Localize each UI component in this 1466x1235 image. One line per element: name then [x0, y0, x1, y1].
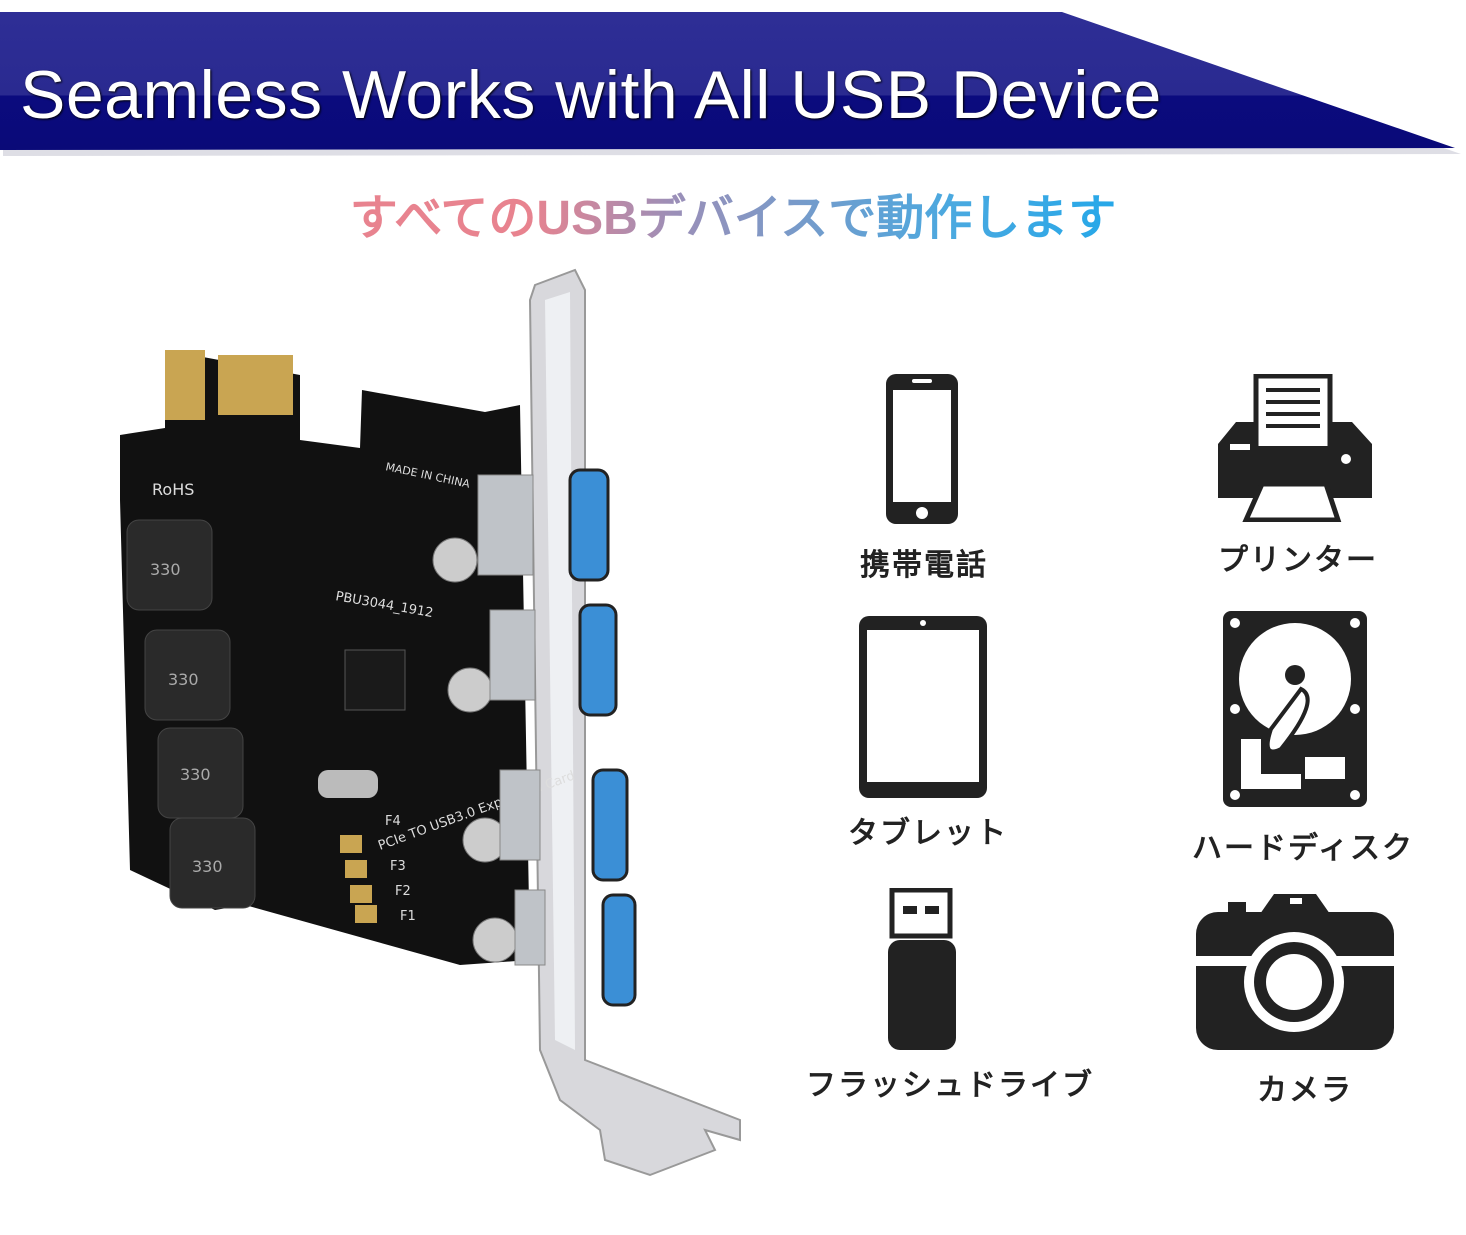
controller-chip [344, 649, 406, 711]
device-label-flash-drive: フラッシュドライブ [806, 1068, 1094, 1103]
inductor-label: 330 [180, 765, 211, 784]
device-label-printer: プリンター [1218, 543, 1378, 578]
usb-port [591, 768, 629, 882]
printer-icon [1218, 374, 1372, 522]
inductor-label: 330 [192, 857, 223, 876]
device-label-hard-disk: ハードディスク [1192, 831, 1414, 866]
camera-icon [1196, 894, 1394, 1050]
device-label-camera: カメラ [1257, 1073, 1353, 1108]
fuse-label: F2 [395, 884, 411, 899]
hard-disk-icon [1223, 611, 1367, 807]
usb-flash-drive-icon [888, 888, 956, 1050]
fuse-label: F1 [400, 909, 416, 924]
circuit-board: 330 330 330 330 RoHS MADE IN CHINA PBU30… [120, 350, 577, 965]
subtitle: すべてのUSBデバイスで動作します [0, 178, 1466, 248]
pcie-usb-card-photo: 330 330 330 330 RoHS MADE IN CHINA PBU30… [120, 268, 741, 1177]
subtitle-text: すべてのUSBデバイスで動作します [349, 192, 1117, 245]
fuse-label: F4 [385, 814, 401, 829]
title-banner [0, 12, 1461, 156]
usb-port [578, 603, 618, 717]
usb-ports [568, 468, 637, 1007]
smartphone-icon [886, 374, 958, 524]
inductor-label: 330 [150, 560, 181, 579]
device-label-smartphone: 携帯電話 [860, 548, 988, 583]
metal-bracket [528, 268, 741, 1177]
usb-port [568, 468, 610, 582]
rohs-mark: RoHS [152, 480, 194, 499]
inductor-label: 330 [168, 670, 199, 689]
fuse-label: F3 [390, 859, 406, 874]
device-label-tablet: タブレット [848, 816, 1008, 851]
banner-title: Seamless Works with All USB Device [20, 57, 1162, 133]
usb-port [601, 893, 637, 1007]
tablet-icon [859, 616, 987, 798]
